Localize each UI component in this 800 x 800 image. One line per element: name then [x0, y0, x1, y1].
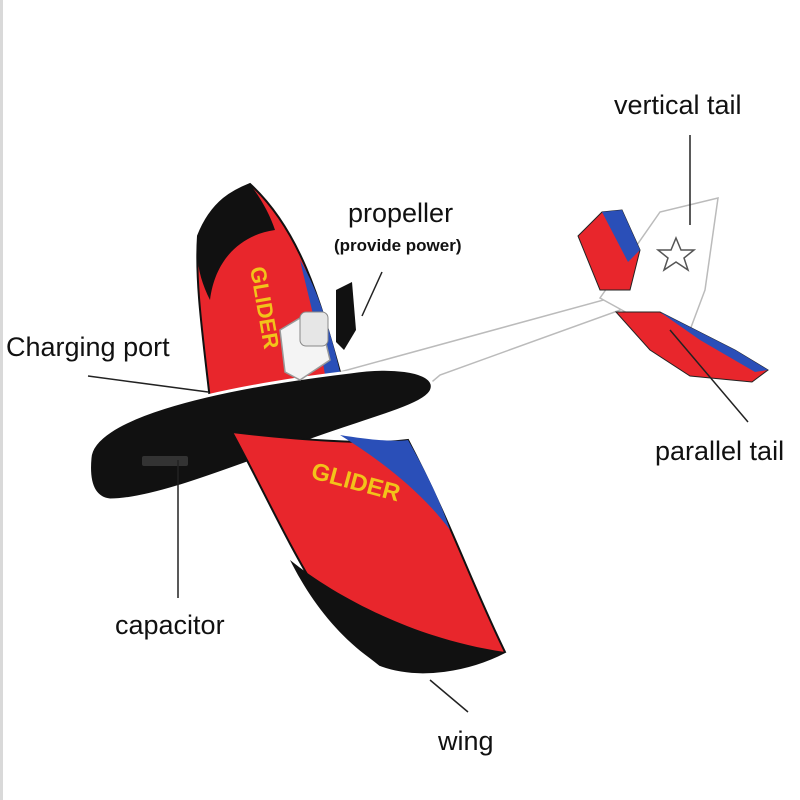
label-charging-port: Charging port — [6, 332, 170, 362]
parallel-tail-right-blue — [660, 312, 768, 372]
leader-line-charging-port — [87, 375, 209, 393]
leader-line-parallel-tail — [669, 329, 749, 423]
label-capacitor: capacitor — [115, 610, 225, 640]
lower-wing-black-tip — [290, 560, 505, 673]
parallel-tail-left-blue — [602, 210, 640, 262]
propeller-blade — [336, 282, 356, 350]
lower-wing-blue-edge — [340, 435, 450, 530]
label-vertical-tail: vertical tail — [614, 90, 742, 120]
leader-line-propeller — [361, 271, 383, 317]
page-border — [0, 0, 3, 800]
star-icon — [655, 236, 697, 272]
label-parallel-tail: parallel tail — [655, 436, 785, 466]
label-wing: wing — [438, 726, 494, 756]
label-propeller-note: (provide power) — [334, 236, 462, 255]
label-propeller: propeller — [348, 198, 454, 228]
capacitor-slot — [142, 456, 188, 466]
motor — [299, 311, 329, 347]
upper-wing-black-tip — [197, 184, 275, 300]
leader-line-wing — [429, 679, 469, 713]
